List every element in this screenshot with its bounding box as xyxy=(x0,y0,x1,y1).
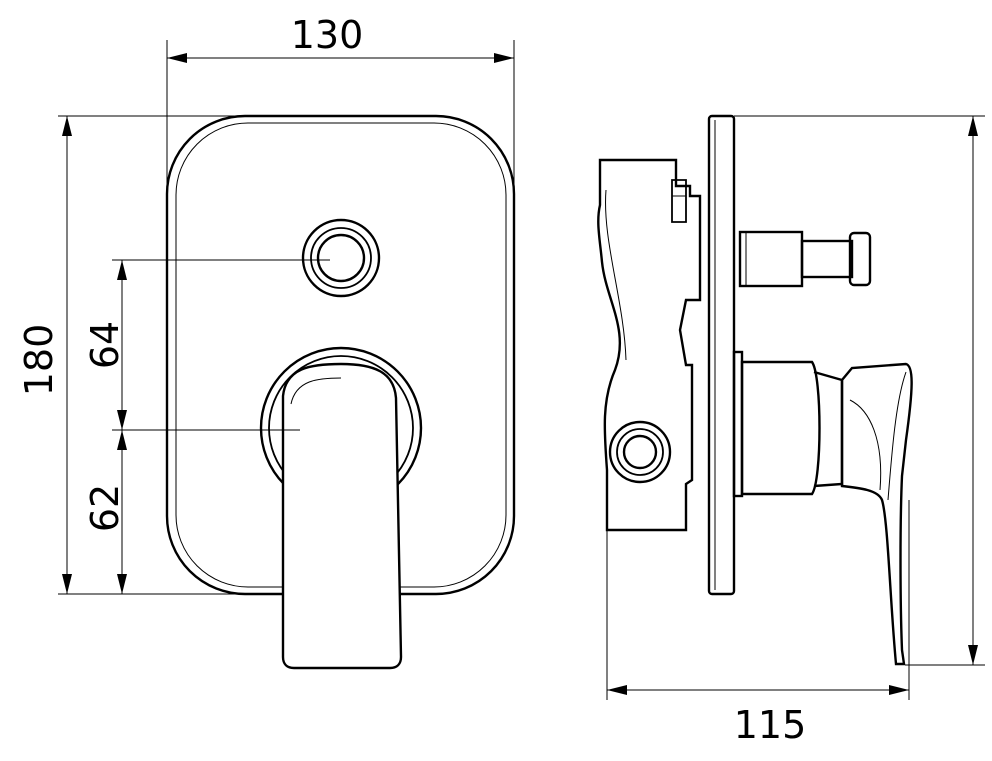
dimension-depth: 115 xyxy=(607,685,909,747)
side-extension-lines xyxy=(606,115,985,700)
diverter-knob xyxy=(301,218,381,298)
dim-label-width: 130 xyxy=(291,13,364,57)
inlet-fitting xyxy=(608,420,672,484)
dimension-upper-spacing: 64 xyxy=(83,260,127,430)
dim-label-upper: 64 xyxy=(83,321,127,369)
lever-handle-side xyxy=(840,362,913,666)
lever-cartridge xyxy=(732,350,844,498)
dim-label-lower: 62 xyxy=(83,484,127,532)
dimension-height: 180 xyxy=(17,116,72,594)
mixer-body xyxy=(597,158,702,532)
dimension-lower-spacing: 62 xyxy=(83,430,127,594)
dimension-width: 130 xyxy=(167,13,514,63)
front-view xyxy=(165,114,516,670)
front-extension-lines xyxy=(58,40,515,595)
side-view xyxy=(597,114,913,666)
dim-label-height: 180 xyxy=(17,324,61,397)
diverter-stem xyxy=(738,230,872,288)
wall-plate xyxy=(707,114,736,596)
dim-label-depth: 115 xyxy=(734,703,807,747)
lever-handle xyxy=(281,362,403,670)
